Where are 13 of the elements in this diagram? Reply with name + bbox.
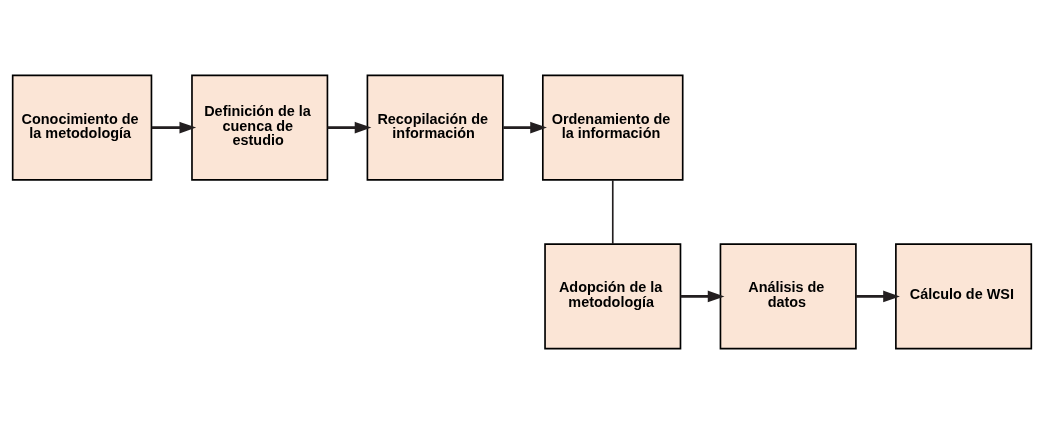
arrow bbox=[503, 121, 547, 134]
arrow bbox=[856, 290, 900, 303]
arrow bbox=[327, 121, 372, 134]
node-box: Cálculo de WSI bbox=[895, 243, 1033, 350]
node-box: Adopción de la metodología bbox=[544, 243, 682, 350]
arrow bbox=[680, 290, 725, 303]
node-box: Ordenamiento de la información bbox=[542, 74, 684, 181]
node-box: Análisis de datos bbox=[719, 243, 857, 350]
node-box: Conocimiento de la metodología bbox=[11, 74, 153, 181]
node-box: Recopilación de información bbox=[366, 74, 504, 181]
node-box: Definición de la cuenca de estudio bbox=[191, 74, 329, 181]
connector bbox=[611, 179, 614, 245]
arrow bbox=[151, 121, 197, 134]
